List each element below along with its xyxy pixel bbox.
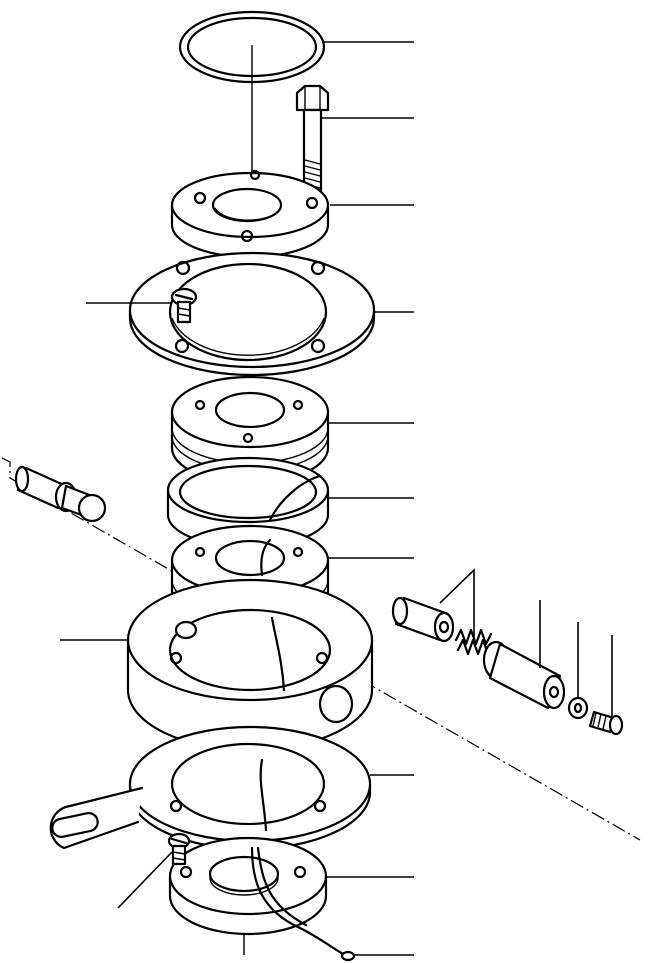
bottom-cap xyxy=(168,836,328,936)
top-plate xyxy=(170,169,330,259)
leader-screw-bottom xyxy=(117,851,173,909)
bottom-flange xyxy=(49,725,372,851)
bolt xyxy=(295,84,330,192)
wire xyxy=(250,846,356,962)
washer xyxy=(567,696,589,720)
housing xyxy=(126,578,374,752)
plunger xyxy=(482,640,566,710)
pin-left xyxy=(14,465,107,523)
screw-left xyxy=(170,287,198,324)
leader-lines xyxy=(60,41,613,956)
leader-plug-springs xyxy=(439,568,475,640)
screw-bottom xyxy=(167,832,191,866)
bearing-flange xyxy=(128,251,376,377)
plug-right xyxy=(391,596,455,643)
o-ring xyxy=(178,10,326,84)
set-screw xyxy=(588,710,624,736)
